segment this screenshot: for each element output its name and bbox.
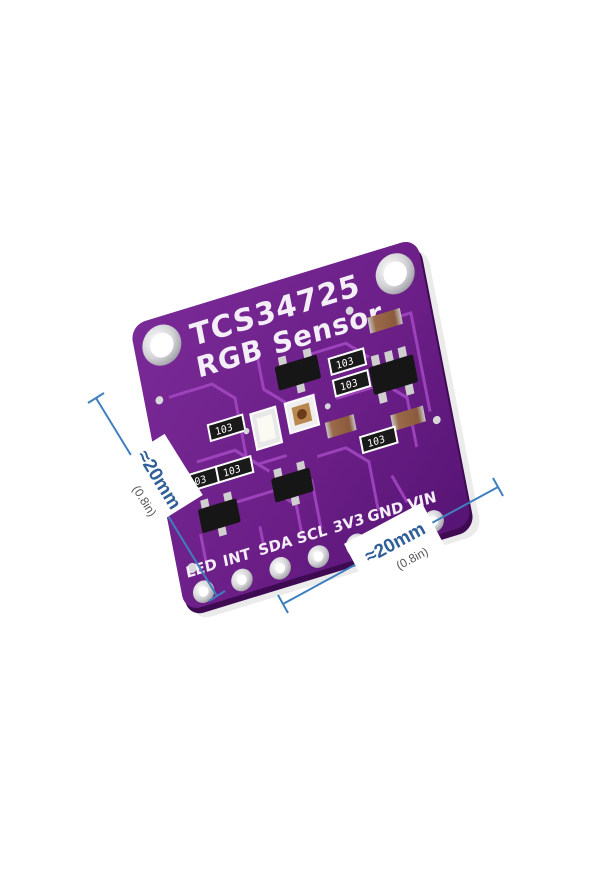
tcs34725-sensor-chip <box>283 393 321 435</box>
resistor-code: 103 <box>214 422 233 438</box>
pad-scl <box>307 545 330 568</box>
pad-sda <box>269 556 291 580</box>
pad-led <box>192 580 215 603</box>
resistor-code: 103 <box>367 434 386 450</box>
mounting-hole-top-right <box>375 253 415 295</box>
pad-int <box>231 568 253 592</box>
resistor-6: 103 <box>358 425 399 455</box>
mosfet-bottom-center <box>271 460 314 506</box>
vias <box>155 306 441 574</box>
resistor-code: 103 <box>222 464 241 480</box>
mosfet-top <box>274 347 321 394</box>
resistor-5: 103 <box>331 368 372 398</box>
resistor-3: 103 <box>214 454 255 484</box>
capacitor-1 <box>367 307 403 334</box>
resistor-code: 103 <box>335 356 354 372</box>
capacitor-3 <box>324 414 357 439</box>
mosfet-bottom-left <box>198 491 241 537</box>
mosfet-right <box>369 346 418 404</box>
resistor-4: 103 <box>327 347 368 377</box>
capacitor-2 <box>390 405 426 432</box>
pcb-board: TCS34725 RGB Sensor <box>132 241 480 618</box>
white-led <box>249 405 284 452</box>
resistor-1: 103 <box>206 413 247 443</box>
mounting-hole-top-left <box>142 324 182 366</box>
resistor-code: 103 <box>339 378 358 394</box>
